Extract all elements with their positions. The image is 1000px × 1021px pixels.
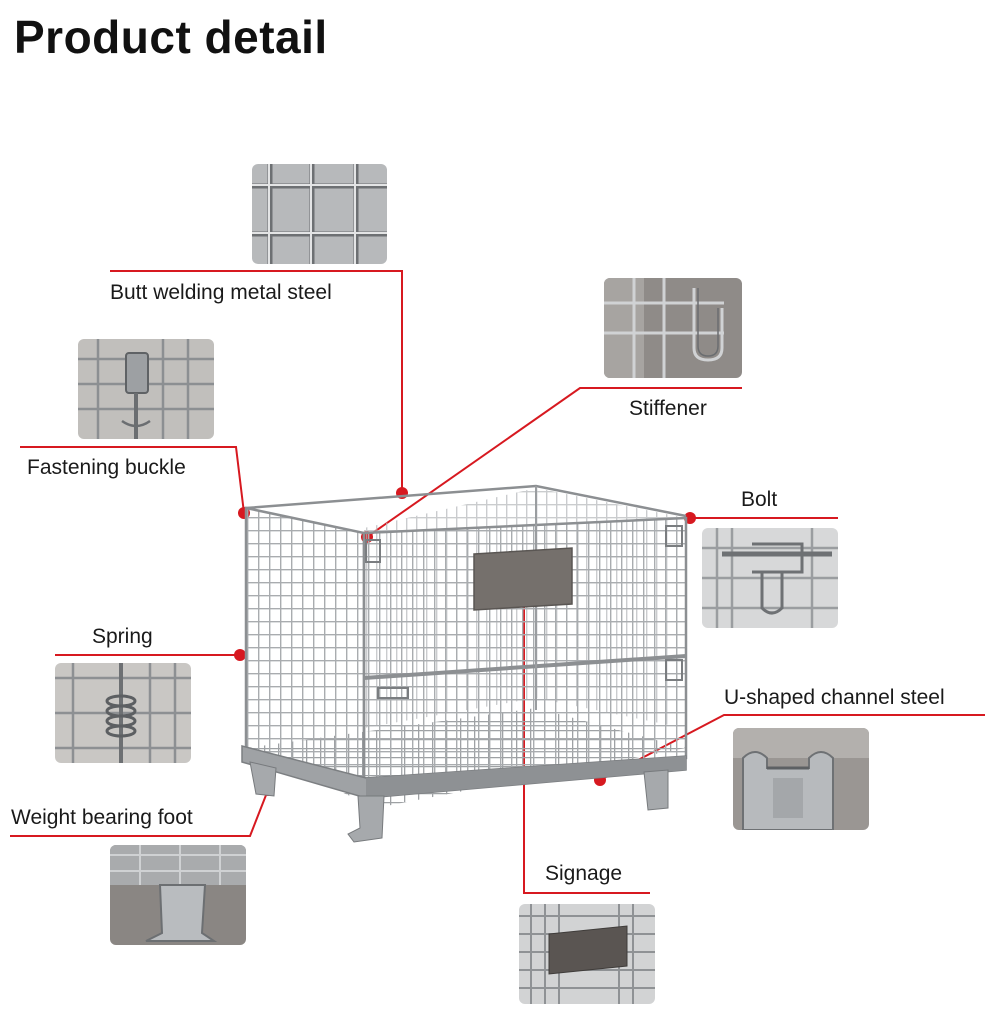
- weight-bearing-foot-detail-image: [110, 845, 246, 945]
- callout-u-channel-label: U-shaped channel steel: [724, 686, 945, 709]
- butt-welding-detail-image: [252, 164, 387, 264]
- callout-stiffener-label: Stiffener: [629, 397, 707, 420]
- spring-detail-image: [55, 663, 191, 763]
- page-title: Product detail: [14, 11, 328, 63]
- callout-signage-label: Signage: [545, 862, 623, 885]
- signage-detail-image: [519, 904, 655, 1004]
- callout-butt-welding-label: Butt welding metal steel: [110, 281, 332, 304]
- callout-fastening-buckle-label: Fastening buckle: [27, 456, 186, 479]
- bolt-detail-image: [702, 528, 838, 628]
- wire-mesh-cage-image: [241, 484, 688, 843]
- callout-bolt-label: Bolt: [741, 488, 778, 511]
- fastening-buckle-detail-image: [78, 339, 214, 439]
- stiffener-detail-image: [604, 278, 742, 378]
- callout-spring-label: Spring: [92, 625, 153, 648]
- callout-weight-foot-label: Weight bearing foot: [11, 806, 193, 829]
- u-channel-detail-image: [733, 728, 869, 830]
